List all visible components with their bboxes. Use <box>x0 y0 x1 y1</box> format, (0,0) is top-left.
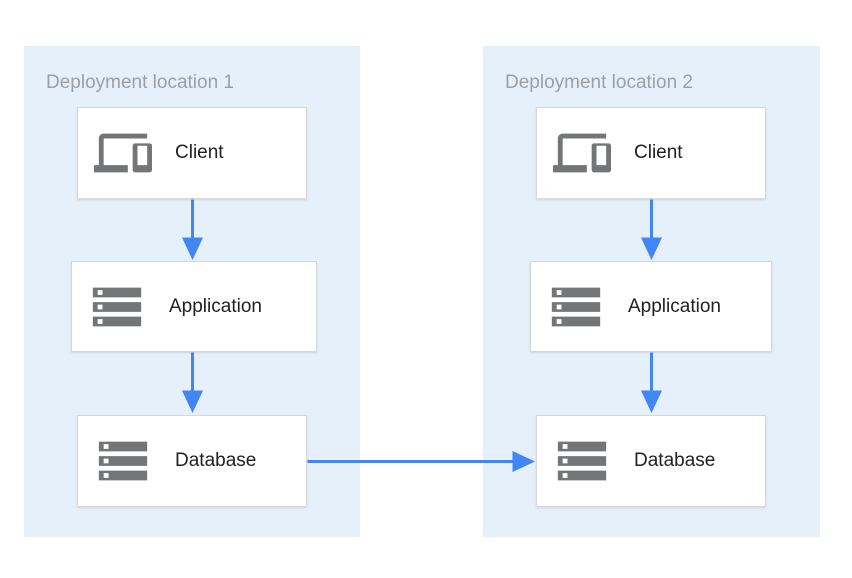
node-label: Database <box>175 450 257 471</box>
node-label: Database <box>634 450 716 471</box>
storage-icon <box>551 287 601 326</box>
devices-icon <box>94 133 152 173</box>
node-label: Application <box>169 295 262 317</box>
node-database-1: Database <box>77 415 307 507</box>
storage-icon-path <box>92 287 142 326</box>
node-client-1: Client <box>77 107 307 199</box>
devices-icon <box>553 133 611 173</box>
node-label: Client <box>634 142 683 163</box>
node-application-2: Application <box>530 261 772 352</box>
devices-icon-path <box>553 133 611 173</box>
node-label: Application <box>628 295 721 317</box>
panel-title: Deployment location 2 <box>505 72 693 93</box>
node-client-2: Client <box>536 107 766 199</box>
storage-icon <box>557 441 607 481</box>
storage-icon-path <box>557 441 607 481</box>
devices-icon-path <box>94 133 152 173</box>
storage-icon <box>98 441 148 481</box>
storage-icon-path <box>551 287 601 326</box>
node-application-1: Application <box>71 261 317 352</box>
node-label: Client <box>175 142 224 163</box>
panel-title: Deployment location 1 <box>46 72 234 93</box>
node-database-2: Database <box>536 415 766 507</box>
storage-icon <box>92 287 142 326</box>
storage-icon-path <box>98 441 148 481</box>
